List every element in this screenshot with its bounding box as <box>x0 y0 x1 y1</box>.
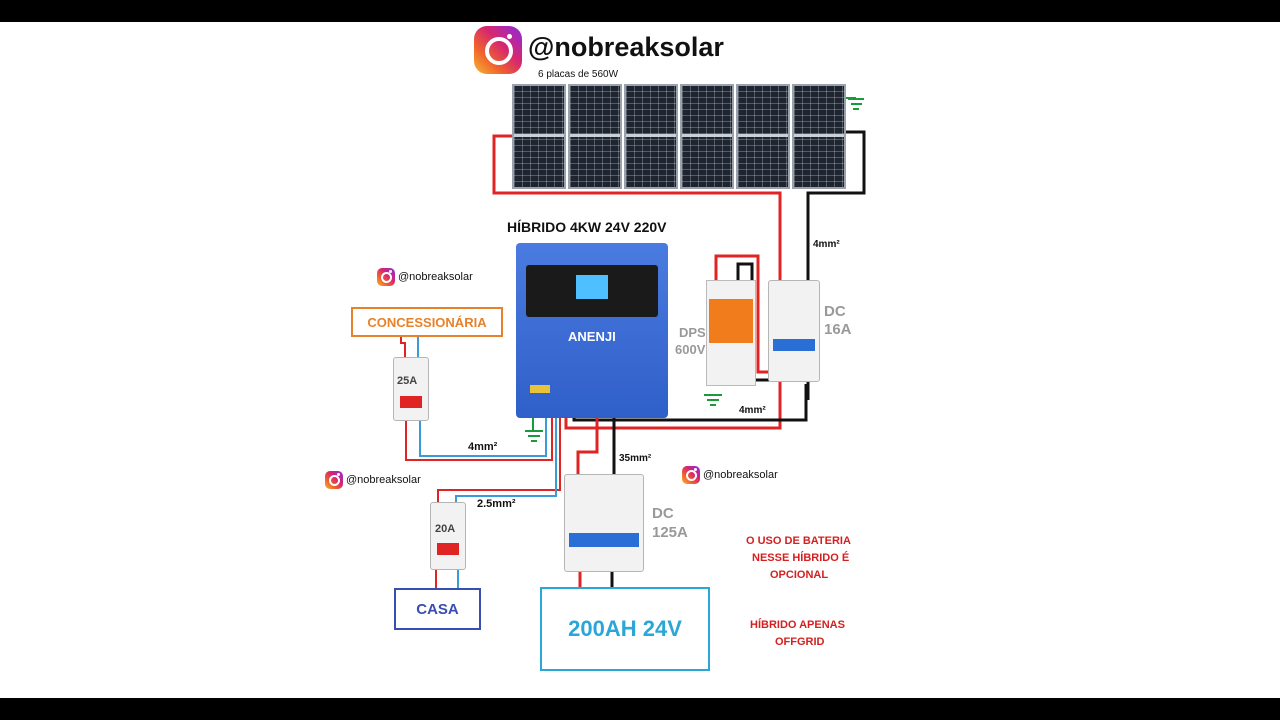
surge-protector <box>706 280 756 386</box>
note-offgrid-line1: HÍBRIDO APENAS <box>750 619 845 631</box>
wire-pv-top: 4mm² <box>813 239 840 250</box>
top-letterbox <box>0 0 1280 22</box>
note-offgrid-line2: OFFGRID <box>775 636 825 648</box>
house-neutral-wire <box>455 418 557 502</box>
inverter-display <box>526 265 658 317</box>
ground-icon <box>848 98 864 113</box>
dc-breaker-125a <box>564 474 644 572</box>
house-line-wire <box>437 418 561 502</box>
solar-panel-6 <box>792 84 846 189</box>
ac-breaker-25a: 25A <box>393 357 429 421</box>
dc16-label: DC <box>824 303 846 320</box>
ac-breaker-20a: 20A <box>430 502 466 570</box>
solar-panel-1 <box>512 84 566 189</box>
pv-positive-wire <box>492 134 782 400</box>
dps-voltage: 600V <box>675 342 706 357</box>
instagram-icon <box>474 26 522 74</box>
wire-house: 2.5mm² <box>477 498 516 510</box>
solar-panel-5 <box>736 84 790 189</box>
grid-to-inverter-neutral <box>419 418 547 457</box>
breaker-25-label: 25A <box>397 375 418 387</box>
warning-label <box>530 385 550 393</box>
inverter-title: HÍBRIDO 4KW 24V 220V <box>507 219 667 235</box>
dc125-label: DC <box>652 505 674 522</box>
dc125-rating: 125A <box>652 524 688 541</box>
grid-to-inverter-line <box>405 418 553 461</box>
pv-to-inverter-negative <box>572 384 808 422</box>
ground-icon <box>525 430 543 445</box>
wire-pv-bottom: 4mm² <box>739 405 766 416</box>
battery-box: 200AH 24V <box>540 587 710 671</box>
hybrid-inverter: ANENJI <box>516 243 668 418</box>
battery-positive-wire <box>576 418 599 478</box>
solar-panel-4 <box>680 84 734 189</box>
watermark-handle: @nobreaksolar <box>398 271 473 283</box>
dps-label: DPS <box>679 325 706 340</box>
solar-panel-3 <box>624 84 678 189</box>
dc16-rating: 16A <box>824 321 852 338</box>
bottom-letterbox <box>0 698 1280 720</box>
note-battery-line3: OPCIONAL <box>770 569 829 581</box>
pv-negative-wire <box>806 130 866 400</box>
dps-positive-wire <box>714 254 772 374</box>
instagram-icon <box>682 466 700 484</box>
instagram-icon <box>377 268 395 286</box>
grid-line-wire <box>400 336 406 357</box>
note-battery-line1: O USO DE BATERIA <box>746 535 851 547</box>
watermark-handle: @nobreaksolar <box>703 469 778 481</box>
inverter-brand: ANENJI <box>568 329 616 344</box>
concessionaria-box: CONCESSIONÁRIA <box>351 307 503 337</box>
pv-to-inverter-positive <box>564 384 782 430</box>
breaker-20-label: 20A <box>435 523 456 535</box>
note-battery-line2: NESSE HÍBRIDO É <box>752 552 850 564</box>
wire-grid: 4mm² <box>468 441 498 453</box>
dc-breaker-16a <box>768 280 820 382</box>
panels-note: 6 placas de 560W <box>538 69 619 80</box>
dps-negative-wire <box>736 262 790 382</box>
ground-icon <box>704 394 722 409</box>
watermark-handle: @nobreaksolar <box>346 474 421 486</box>
casa-box: CASA <box>394 588 481 630</box>
wire-battery: 35mm² <box>619 453 652 464</box>
header-handle: @nobreaksolar <box>528 32 724 62</box>
solar-panel-2 <box>568 84 622 189</box>
instagram-icon <box>325 471 343 489</box>
